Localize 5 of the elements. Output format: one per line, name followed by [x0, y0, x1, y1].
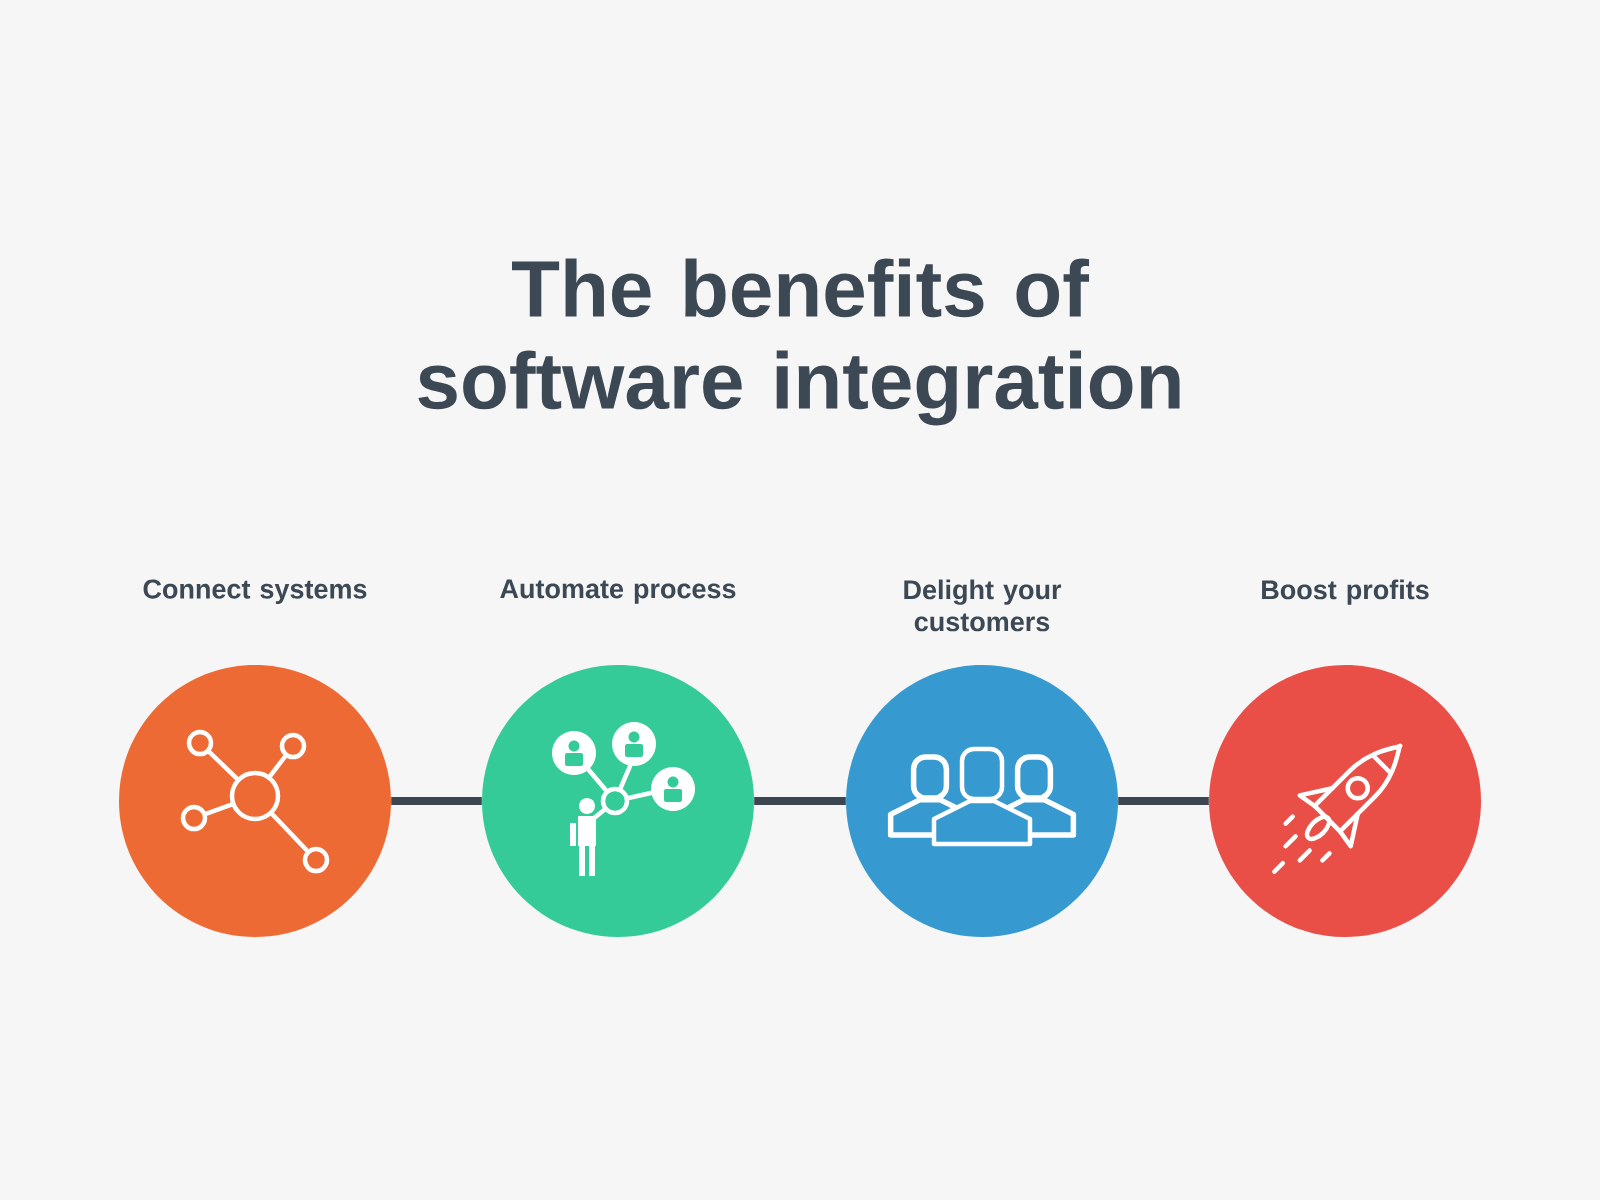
node-label: Connect systems: [143, 579, 367, 604]
node-label: Delight your customers: [904, 579, 1062, 632]
node-label: Boost profits: [1262, 579, 1429, 605]
node-label: Automate process: [500, 579, 736, 604]
title: The benefits of software integration: [418, 258, 1180, 426]
